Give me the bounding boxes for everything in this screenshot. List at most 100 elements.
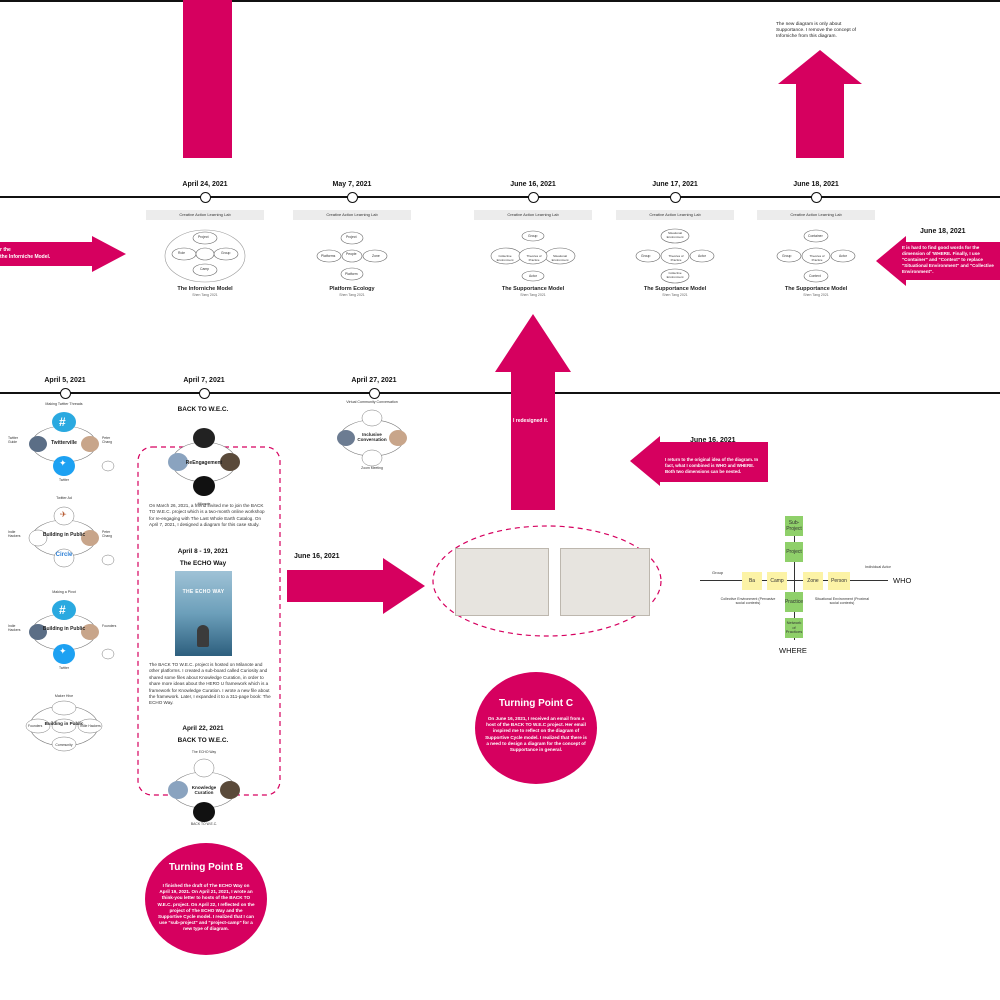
- bird-icon: ✦: [59, 458, 67, 468]
- top-note: The new diagram is only about Supportanc…: [776, 22, 856, 40]
- turning-point-c: Turning Point C On June 16, 2021, I rece…: [475, 672, 597, 784]
- sticky-sub-project[interactable]: Sub-Project: [785, 516, 803, 536]
- mini-right-label: Peter Chang: [102, 530, 112, 538]
- up-arrow-middle: [495, 314, 571, 510]
- card-node-label: Collective Environment: [496, 254, 514, 262]
- card-node-label: Platforms: [321, 254, 336, 258]
- card-node-label: Group: [528, 234, 538, 238]
- sticky-person[interactable]: Person: [828, 572, 850, 590]
- card-title: The Inforniche Model: [177, 286, 233, 292]
- mini-diagram-shape: [25, 700, 103, 752]
- mini-diagram-inclusive[interactable]: Virtual Community Conversation Inclusive…: [316, 400, 428, 470]
- card-title: The Supportance Model: [784, 286, 848, 292]
- card-node-label: Container: [808, 234, 823, 238]
- card-node-label: Group: [782, 254, 792, 258]
- timeline1-date: June 18, 2021: [793, 181, 839, 188]
- sticky-network[interactable]: Network of Practices: [785, 618, 803, 638]
- mini-left-label: Indie Hackers: [8, 530, 21, 538]
- left-arrow-text: the Inforniche Model.: [0, 254, 51, 260]
- mini-diagram-title: Making Twitter Threads: [45, 402, 83, 406]
- model-card-supportance-2[interactable]: Creative Action Learning Lab Situational…: [616, 210, 734, 302]
- card-subtitle: Shen Tang 2021: [803, 293, 829, 297]
- sticky-ba[interactable]: Ba: [742, 572, 762, 590]
- sticky-zone[interactable]: Zone: [803, 572, 823, 590]
- sticky-camp[interactable]: Camp: [767, 572, 787, 590]
- april8-title: April 8 - 19, 2021: [177, 548, 229, 555]
- timeline2-dot: [60, 388, 71, 399]
- vertical-arrow-bar: [183, 0, 232, 158]
- who-label: WHO: [893, 576, 912, 585]
- card-node-label: Actor: [698, 254, 706, 258]
- up-arrow-top-right: [778, 50, 862, 158]
- timeline1-dot: [670, 192, 681, 203]
- turning-point-b-title: Turning Point B: [168, 862, 244, 873]
- mini-left-label: Twitter Guide: [8, 436, 18, 444]
- timeline-line-2: [0, 392, 1000, 394]
- arrow-mid-label: I redesigned it.: [513, 418, 549, 424]
- card-subtitle: Shen Tang 2021: [339, 293, 365, 297]
- card-subtitle: Shen Tang 2021: [520, 293, 546, 297]
- sketch-photo-2[interactable]: [560, 548, 650, 616]
- mini-diagram-title: Maker Hive: [54, 694, 74, 698]
- back-to-wec-title-1: BACK TO W.E.C.: [177, 406, 229, 413]
- sticky-practice[interactable]: Practice: [785, 592, 803, 612]
- card-header: Creative Action Learning Lab: [293, 210, 411, 220]
- sketch-photo-1[interactable]: [455, 548, 549, 616]
- mini-diagram-building-public-2[interactable]: Making a Pivot # ✦ Building in Public In…: [8, 590, 120, 672]
- card-title: The Supportance Model: [501, 286, 565, 292]
- card-node-label: Theories of Practice: [526, 254, 542, 262]
- model-card-inforniche[interactable]: Creative Action Learning Lab Project Rol…: [146, 210, 264, 302]
- card-node-label: Project: [346, 235, 357, 239]
- mini-right-label: Indie Hackers: [80, 724, 101, 728]
- card-node-label: Zone: [372, 254, 380, 258]
- mini-diagram-building-public-1[interactable]: Twitter Ad ✈ Building in Public Indie Ha…: [8, 496, 120, 578]
- left-arrow-prefix: r the: [0, 247, 11, 253]
- card-title: The Supportance Model: [643, 286, 707, 292]
- model-card-supportance-1[interactable]: Creative Action Learning Lab Group Colle…: [474, 210, 592, 302]
- card-subtitle: Shen Tang 2021: [192, 293, 218, 297]
- card-node-label: Project: [198, 235, 209, 239]
- mini-diagram-building-public-3[interactable]: Maker Hive Building in Public Founders I…: [8, 694, 120, 756]
- sticky-project[interactable]: Project: [785, 542, 803, 562]
- mini-center-label: Knowledge Curation: [191, 785, 217, 796]
- mini-bottom-label: Zoom Meeting: [361, 466, 383, 470]
- turning-point-b-text: I finished the draft of The ECHO Way on …: [157, 883, 255, 932]
- timeline1-date: June 17, 2021: [652, 181, 698, 188]
- hashtag-icon: #: [59, 415, 66, 429]
- card-header: Creative Action Learning Lab: [146, 210, 264, 220]
- mini-diagram-title: Twitter Ad: [56, 496, 72, 500]
- mini-diagram-shape: [168, 758, 240, 822]
- card-node-label: Theories of Practice: [809, 254, 825, 262]
- card-node-label: Platform: [345, 272, 358, 276]
- group-label: Group: [712, 570, 724, 575]
- mini-diagram-knowledge-curation[interactable]: The ECHO Way Knowledge Curation BACK TO …: [148, 750, 260, 828]
- model-card-platform-ecology[interactable]: Creative Action Learning Lab Project Pla…: [293, 210, 411, 302]
- mini-bottom-label: Twitter: [59, 666, 69, 670]
- mini-diagram-twitterville[interactable]: Making Twitter Threads # ✦ Twitterville …: [8, 402, 120, 484]
- right-note-text: It is hard to find good words for the di…: [902, 245, 994, 274]
- mini-center-label: Building in Public: [42, 532, 86, 538]
- model-card-supportance-3[interactable]: Creative Action Learning Lab Container G…: [757, 210, 875, 302]
- timeline2-dot: [369, 388, 380, 399]
- mini-center-label: Inclusive Conversation: [357, 432, 387, 443]
- mini-diagram-shape: [29, 412, 115, 476]
- back-to-wec-title-2: BACK TO W.E.C.: [177, 737, 229, 744]
- timeline2-dot: [199, 388, 210, 399]
- back-to-wec-body-1: On March 26, 2021, a friend invited me t…: [149, 503, 265, 528]
- card-node-label: Group: [641, 254, 651, 258]
- right-note-date: June 18, 2021: [920, 228, 966, 235]
- book-cover-figure: [197, 625, 209, 647]
- mini-left-label: Indie Hackers: [8, 624, 21, 632]
- dashed-ellipse: [432, 525, 662, 637]
- echo-way-book-cover[interactable]: THE ECHO WAY: [175, 571, 232, 656]
- mini-diagram-reengagement[interactable]: ReEngagement Milanote: [148, 418, 260, 506]
- card-node-label: Group: [221, 251, 231, 255]
- individual-label: Individual Actor: [865, 565, 891, 569]
- mini-left-label: Founders: [28, 724, 43, 728]
- mini-bottom-label: Circle: [55, 552, 73, 558]
- where-label: WHERE: [779, 646, 807, 655]
- mini-center-label: Building in Public: [42, 626, 86, 632]
- mini-right-label: Founders: [102, 624, 117, 628]
- inforniche-diagram: [164, 229, 246, 283]
- bird-icon: ✦: [59, 646, 67, 656]
